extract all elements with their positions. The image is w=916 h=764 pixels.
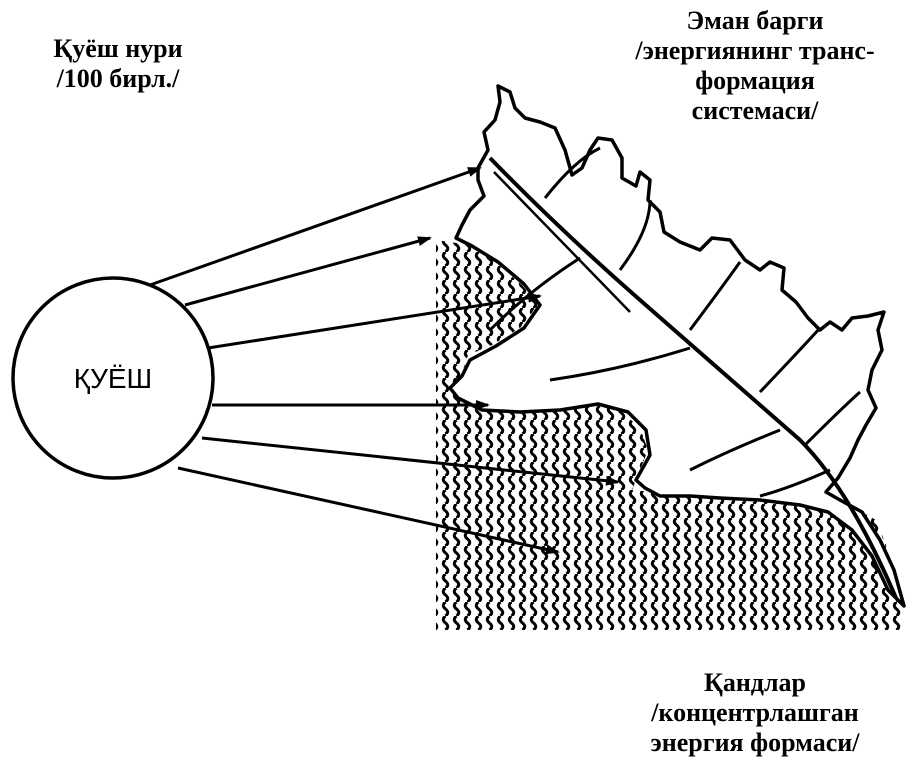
ray-arrow-1 (150, 168, 480, 285)
ray-arrow-2 (185, 238, 430, 305)
sun-label: ҚУЁШ (74, 363, 152, 394)
sun: ҚУЁШ (13, 278, 213, 478)
